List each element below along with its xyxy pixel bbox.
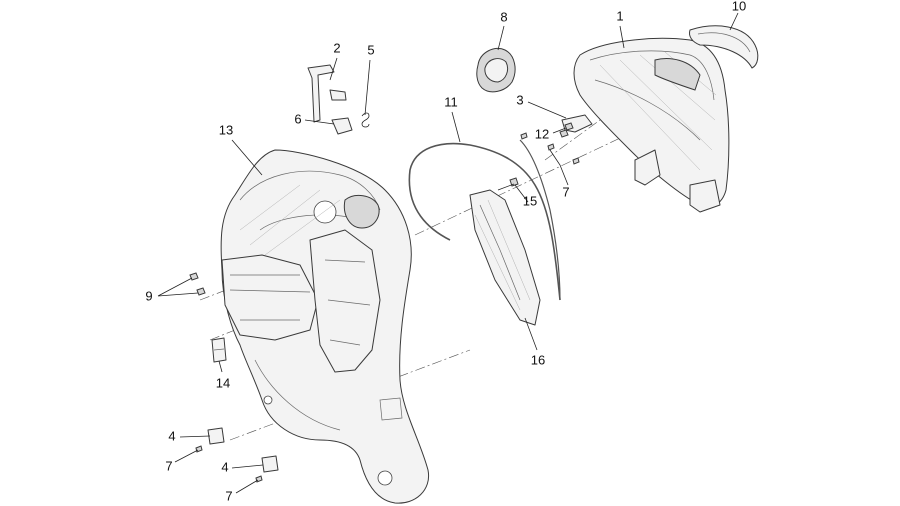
callout-5: 5 [367, 42, 374, 57]
front-cover-part-1 [573, 37, 730, 213]
seal-strip-part-11 [408, 139, 561, 301]
callout-4b: 4 [221, 459, 228, 474]
screw-part-15 [497, 177, 519, 191]
callout-7c: 7 [225, 488, 232, 503]
bracket-part-2 [307, 64, 347, 123]
clip-part-14 [211, 337, 227, 363]
round-cover-part-8 [476, 47, 516, 93]
screws-part-7-bottom [195, 445, 263, 483]
callout-4a: 4 [168, 428, 175, 443]
callout-7b: 7 [165, 458, 172, 473]
leader-lines [157, 12, 739, 494]
callout-15: 15 [523, 193, 537, 208]
callout-6: 6 [294, 111, 301, 126]
screws-near-front [520, 122, 580, 165]
callout-2: 2 [333, 40, 340, 55]
callout-12: 12 [535, 126, 549, 141]
spring-part-5 [361, 112, 370, 128]
callout-7a: 7 [562, 184, 569, 199]
clip-part-6 [331, 117, 353, 135]
callout-labels: 1 2 3 4 4 5 6 7 7 7 8 9 10 11 12 13 14 1… [145, 0, 746, 503]
callout-8: 8 [500, 9, 507, 24]
callout-16: 16 [531, 352, 545, 367]
callout-13: 13 [219, 122, 233, 137]
trim-strip-part-10 [689, 25, 759, 69]
callout-11: 11 [444, 94, 458, 109]
screws-part-9 [189, 272, 206, 296]
shield-hole [313, 200, 337, 224]
inner-leg-shield-part-13 [220, 149, 430, 504]
callout-10: 10 [732, 0, 746, 13]
clips-part-4 [207, 427, 279, 473]
side-panel-part-16 [469, 189, 541, 326]
callout-1: 1 [616, 8, 623, 23]
callout-9: 9 [145, 288, 152, 303]
callout-3: 3 [516, 92, 523, 107]
callout-14: 14 [216, 375, 230, 390]
